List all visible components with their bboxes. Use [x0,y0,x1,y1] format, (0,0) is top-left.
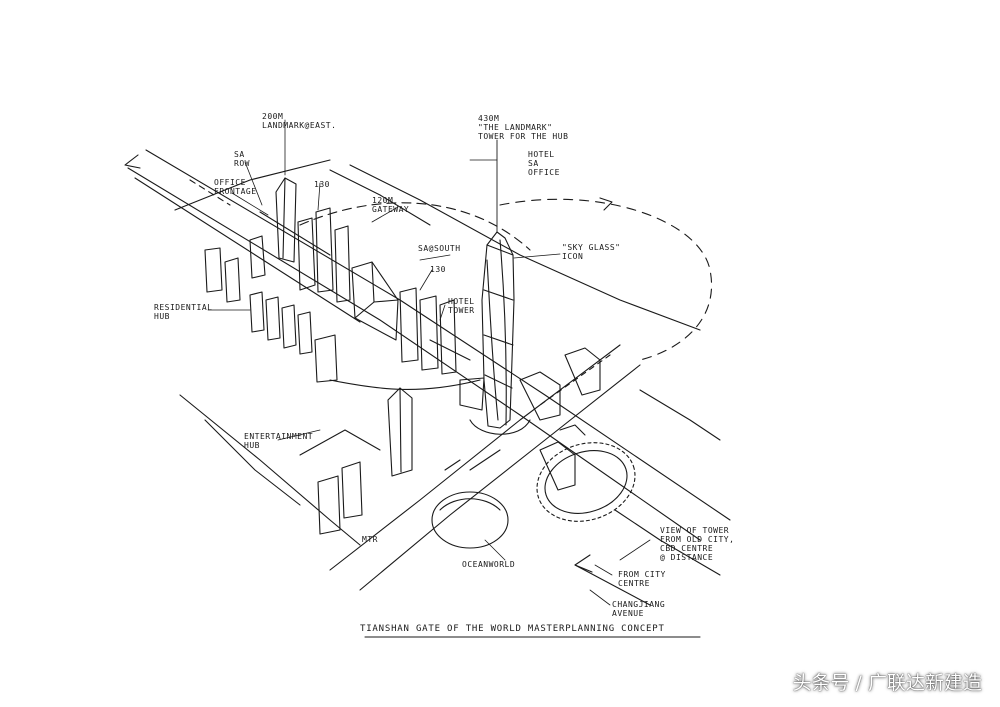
label-sa-row: SA ROW [234,150,250,168]
hotel-towers [399,287,471,375]
mtr-plaza [431,491,509,549]
label-landmark-east: 200M LANDMARK@EAST. [262,112,337,130]
label-tower-program: HOTEL SA OFFICE [528,150,560,177]
east-blocks [519,347,601,491]
direction-arrows [444,459,651,606]
label-ocean-world: OCEANWORLD [462,560,516,569]
label-landmark-tower: 430M "THE LANDMARK" TOWER FOR THE HUB [478,114,569,141]
label-height-130-right: 130 [430,265,446,274]
label-view-of-tower: VIEW OF TOWER FROM OLD CITY, CBD CENTRE … [660,526,735,562]
northwest-towers [204,177,351,303]
label-hotel-tower: HOTEL TOWER [448,297,475,315]
entertainment-tower [387,387,413,477]
label-office-frontage: OFFICE FRONTAGE [214,178,257,196]
stadium-oval [536,442,636,522]
label-changjiang-avenue: CHANGJIANG AVENUE [612,600,666,618]
label-mtr: MTR [362,535,378,544]
label-sa-south: SA@SOUTH [418,244,461,253]
label-entertainment-hub: ENTERTAINMENT HUB [244,432,314,450]
leader-lines [207,119,651,606]
gateway-block [351,261,399,341]
label-height-130-left: 130 [314,180,330,189]
label-gateway: 120M GATEWAY [372,196,410,214]
label-sky-glass-icon: "SKY GLASS" ICON [562,243,621,261]
landmark-tower [459,139,531,435]
watermark: 头条号 / 广联达新建造 [792,672,982,694]
drawing-caption: TIANSHAN GATE OF THE WORLD MASTERPLANNIN… [360,624,665,634]
site-boundary [174,159,721,576]
residential-blocks [249,291,338,383]
label-from-city-centre: FROM CITY CENTRE [618,570,666,588]
label-residential-hub: RESIDENTIAL HUB [154,303,213,321]
main-avenue [124,149,731,541]
cross-avenue [329,344,641,591]
southwest-blocks [299,429,381,535]
